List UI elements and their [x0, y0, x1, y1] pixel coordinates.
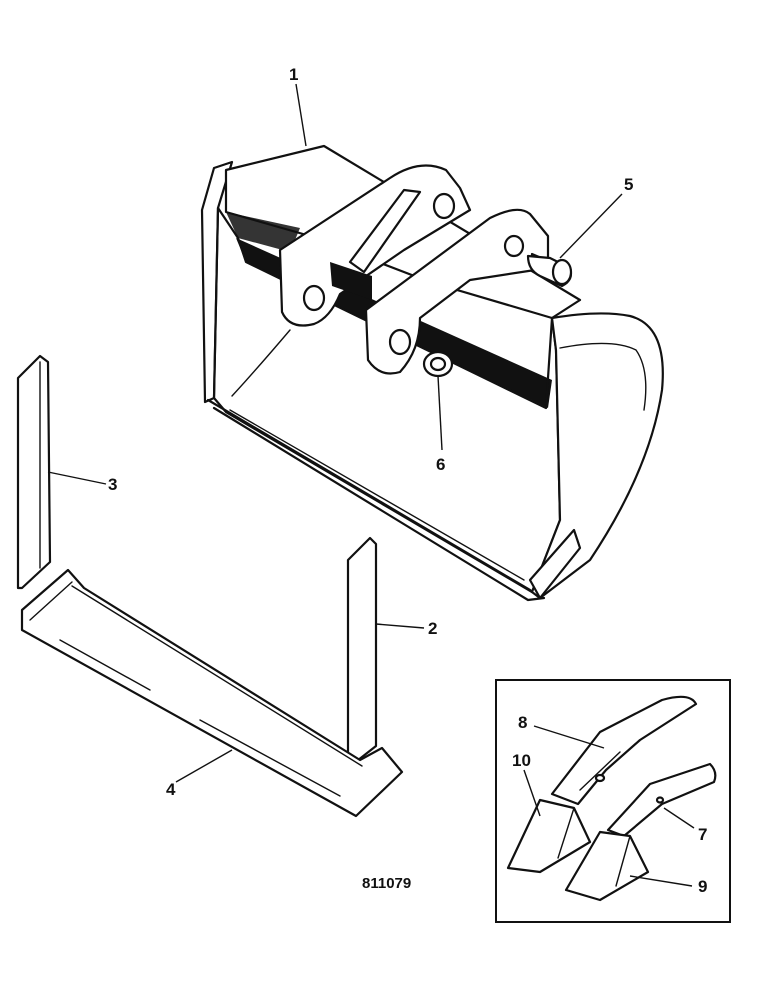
callout-6: 6 — [436, 455, 445, 474]
side-cutter-part-2 — [346, 536, 378, 770]
callout-5: 5 — [624, 175, 633, 194]
callout-numbers: 1 5 6 3 2 4 8 10 7 9 — [108, 65, 707, 896]
tooth-adapter-part-8 — [550, 695, 698, 806]
callout-8: 8 — [518, 713, 527, 732]
side-cutter-part-3 — [16, 354, 52, 590]
cutting-edge-part-4 — [20, 568, 404, 818]
drawing-number: 811079 — [362, 875, 411, 892]
leader-lines — [47, 83, 695, 887]
callout-2: 2 — [428, 619, 437, 638]
callout-10: 10 — [512, 751, 531, 770]
teeth-inset — [495, 679, 731, 923]
callout-7: 7 — [698, 825, 707, 844]
callout-9: 9 — [698, 877, 707, 896]
bush-part-5 — [526, 252, 573, 288]
wedge-part-9 — [564, 830, 650, 902]
wedge-part-10 — [506, 798, 592, 874]
callout-3: 3 — [108, 475, 117, 494]
callout-4: 4 — [166, 780, 176, 799]
spacer-part-6 — [422, 350, 454, 378]
mounting-brackets — [278, 164, 550, 375]
callout-1: 1 — [289, 65, 298, 84]
